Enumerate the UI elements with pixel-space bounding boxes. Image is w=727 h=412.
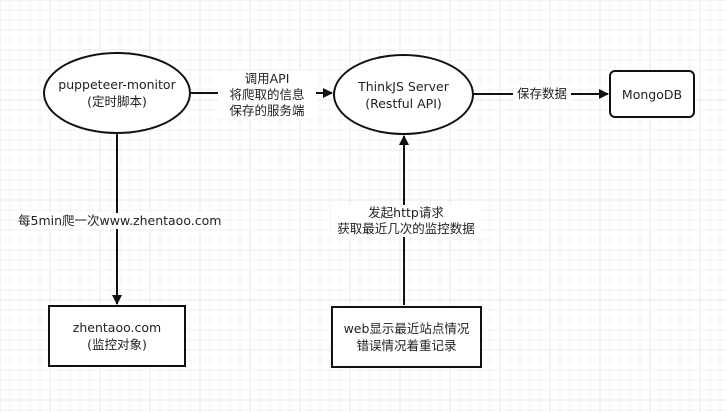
server-subtitle: (Restful API) — [365, 95, 442, 111]
web-display-node: web显示最近站点情况 错误情况着重记录 — [331, 306, 482, 368]
edge-label-line: 调用API — [244, 71, 290, 86]
edge-label-web-to-server: 发起http请求 获取最近几次的监控数据 — [331, 205, 481, 237]
web-title: web显示最近站点情况 — [343, 321, 470, 336]
edge-label-line: 每5min爬一次www.zhentaoo.com — [18, 213, 222, 228]
edge-label-monitor-to-server: 调用API 将爬取的信息 保存的服务端 — [218, 71, 316, 119]
mongodb-node: MongoDB — [609, 70, 695, 118]
edge-label-line: 保存的服务端 — [229, 103, 305, 118]
edge-label-line: 获取最近几次的监控数据 — [337, 221, 475, 236]
web-subtitle: 错误情况着重记录 — [356, 338, 457, 353]
thinkjs-server-node: ThinkJS Server (Restful API) — [333, 54, 474, 135]
zhentaoo-site-node: zhentaoo.com (监控对象) — [48, 305, 186, 367]
edge-label-line: 保存数据 — [516, 86, 567, 101]
site-subtitle: (监控对象) — [87, 337, 147, 352]
mongodb-title: MongoDB — [621, 86, 683, 102]
edge-label-line: 发起http请求 — [368, 205, 444, 220]
puppeteer-monitor-node: puppeteer-monitor (定时脚本) — [43, 52, 191, 134]
edge-label-server-to-db: 保存数据 — [513, 86, 571, 102]
monitor-subtitle: (定时脚本) — [87, 94, 147, 109]
edge-label-line: 将爬取的信息 — [229, 87, 305, 102]
server-title: ThinkJS Server — [358, 78, 449, 94]
monitor-title: puppeteer-monitor — [58, 77, 176, 92]
edge-label-monitor-to-site: 每5min爬一次www.zhentaoo.com — [18, 213, 222, 229]
site-title: zhentaoo.com — [72, 320, 162, 335]
